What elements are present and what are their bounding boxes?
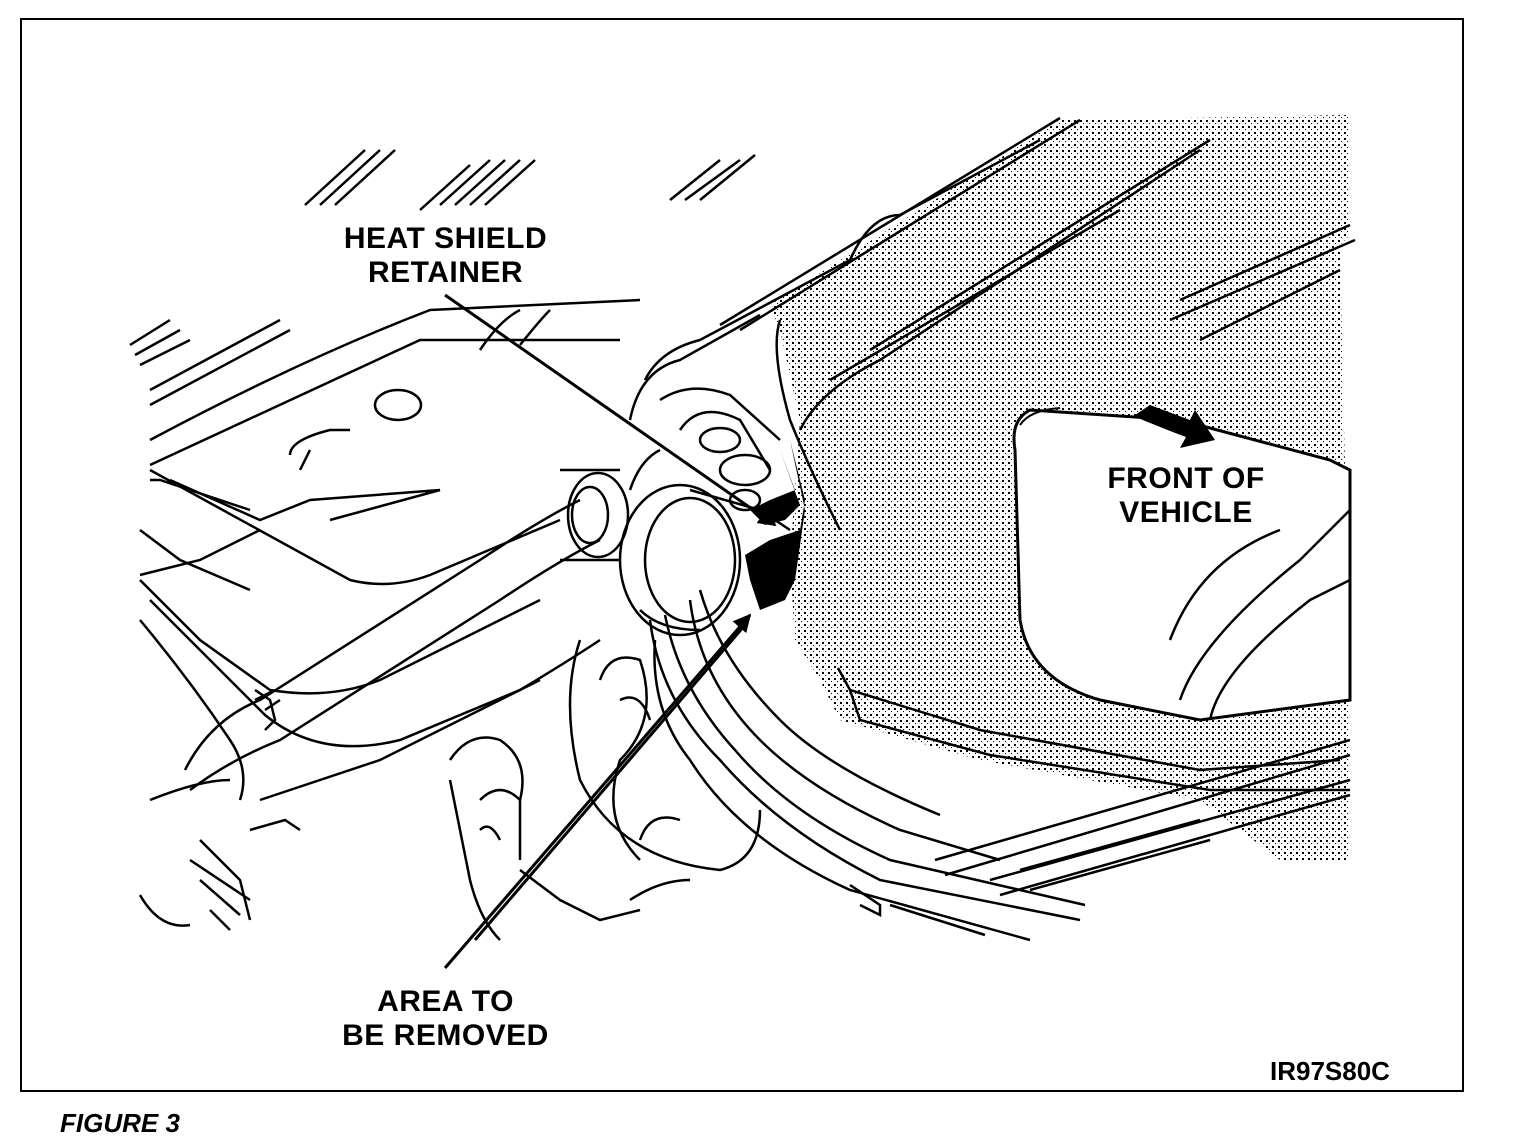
floor-pan-stipple (770, 115, 1352, 860)
area-to-be-removed-label: AREA TO BE REMOVED (318, 985, 573, 1053)
area-label-line2: BE REMOVED (342, 1019, 549, 1052)
exhaust-pipe (648, 589, 1086, 942)
floor-pan-left (139, 298, 641, 592)
front-label-line1: FRONT OF (1107, 462, 1265, 495)
hatching-marks (129, 149, 756, 407)
figure-code: IR97S80C (1270, 1056, 1390, 1086)
area-to-be-removed (745, 440, 805, 610)
heat-shield-label-line1: HEAT SHIELD (343, 222, 548, 255)
pointer-lines (443, 293, 777, 969)
rocker-sill (934, 738, 1351, 897)
figure-frame (20, 18, 1464, 1092)
figure-caption: FIGURE 3 (60, 1108, 180, 1138)
area-label-line1: AREA TO (377, 985, 514, 1018)
body-panel-lines (628, 116, 1356, 792)
heat-shield-retainer-label: HEAT SHIELD RETAINER (318, 222, 573, 290)
front-of-vehicle-label: FRONT OF VEHICLE (1086, 462, 1286, 530)
front-label-line2: VEHICLE (1119, 496, 1253, 529)
control-arm (138, 498, 601, 931)
front-direction-arrow-icon (1135, 405, 1215, 448)
lower-components (448, 639, 762, 941)
heat-shield-label-line2: RETAINER (367, 256, 524, 289)
